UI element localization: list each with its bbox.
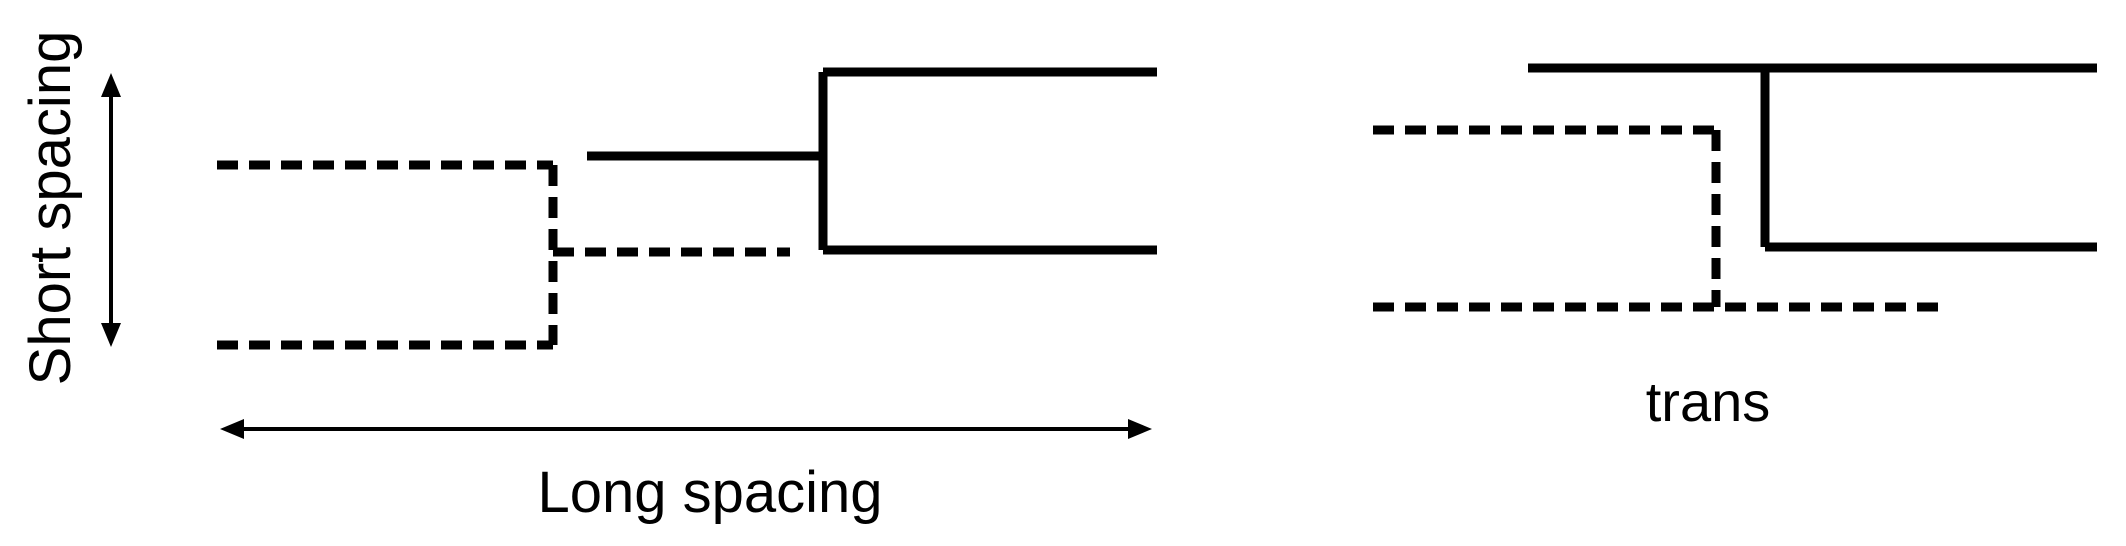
arrow-head-down bbox=[101, 323, 121, 347]
trans-label: trans bbox=[1646, 370, 1771, 433]
left-dashed-chain bbox=[217, 160, 790, 350]
left-solid-chain bbox=[587, 67, 1157, 255]
right-diagram: trans bbox=[1373, 63, 2097, 433]
right-dashed-chain bbox=[1373, 125, 1945, 312]
long-spacing-label: Long spacing bbox=[537, 460, 882, 525]
arrow-head-right bbox=[1128, 419, 1152, 439]
left-diagram: Short spacing Long spacing bbox=[18, 31, 1157, 525]
arrow-head-left bbox=[220, 419, 244, 439]
short-spacing-arrow bbox=[101, 73, 121, 347]
short-spacing-label: Short spacing bbox=[18, 31, 83, 386]
right-solid-chain bbox=[1528, 63, 2097, 252]
arrow-head-up bbox=[101, 73, 121, 97]
long-spacing-arrow bbox=[220, 419, 1152, 439]
